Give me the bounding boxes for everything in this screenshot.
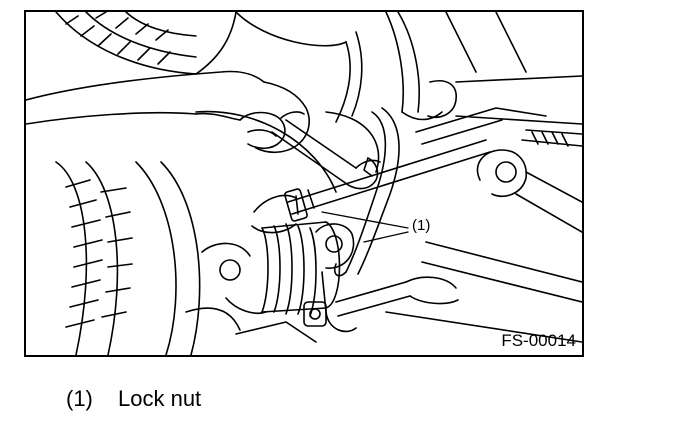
legend-number: (1) [66, 386, 93, 411]
suspension-line-drawing [26, 12, 582, 355]
figure-id-label: FS-00014 [501, 331, 576, 350]
strut-body-drawing [385, 12, 582, 147]
brake-hose-drawing [333, 107, 400, 277]
brake-disc-drawing [195, 12, 380, 193]
upper-tire-drawing [55, 12, 237, 75]
illustration-frame: (1) FS-00014 [24, 10, 584, 357]
lower-tire-drawing [55, 161, 201, 355]
callout-number-label: (1) [412, 217, 431, 234]
knuckle-drawing [303, 223, 459, 333]
lower-arm-drawing [385, 107, 582, 343]
hand-with-wrench-drawing [26, 70, 381, 190]
callout-leader-lines [321, 211, 409, 243]
lower-bracket-drawing [185, 242, 317, 343]
tie-rod-drawing [251, 139, 491, 234]
legend-row: (1) Lock nut [66, 386, 201, 412]
cv-boot-drawing [261, 221, 341, 317]
legend-label: Lock nut [118, 386, 202, 411]
